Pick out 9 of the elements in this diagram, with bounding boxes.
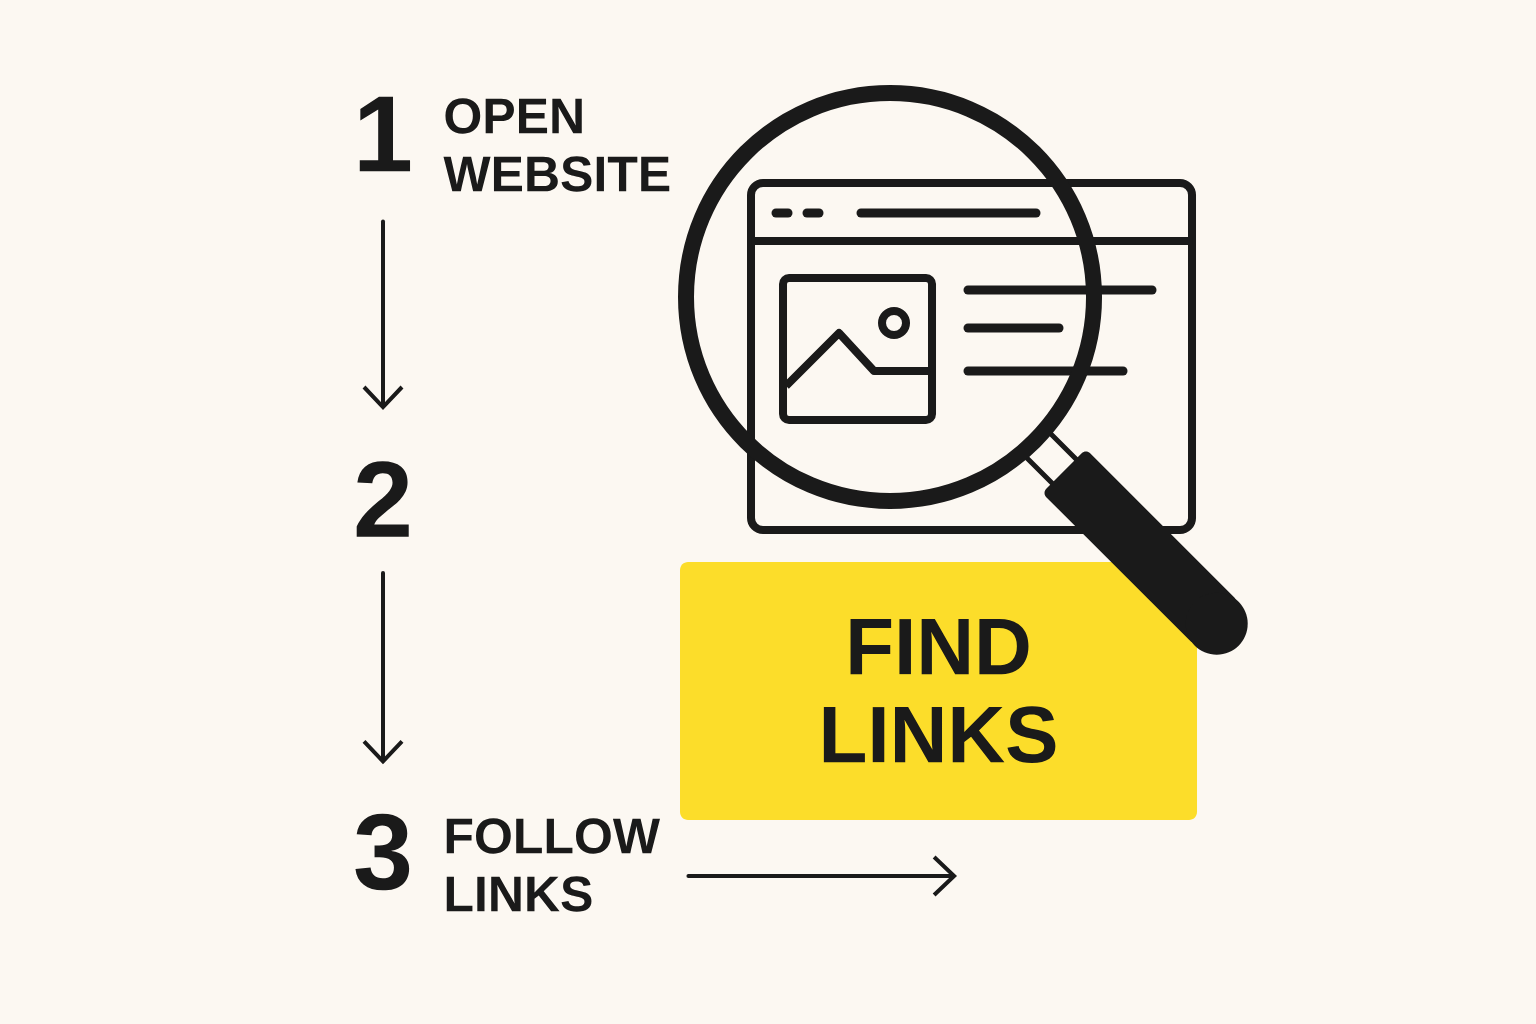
step-number: 2 xyxy=(356,461,409,537)
highlight-box: FIND LINKS xyxy=(680,562,1197,820)
step-number: 3 xyxy=(355,813,410,891)
step-number: 1 xyxy=(359,96,411,172)
arrow xyxy=(362,571,404,765)
step-label: FOLLOW LINKS xyxy=(446,818,660,912)
arrow xyxy=(362,219,404,410)
step-label: OPEN WEBSITE xyxy=(443,98,670,192)
arrow xyxy=(686,855,957,897)
